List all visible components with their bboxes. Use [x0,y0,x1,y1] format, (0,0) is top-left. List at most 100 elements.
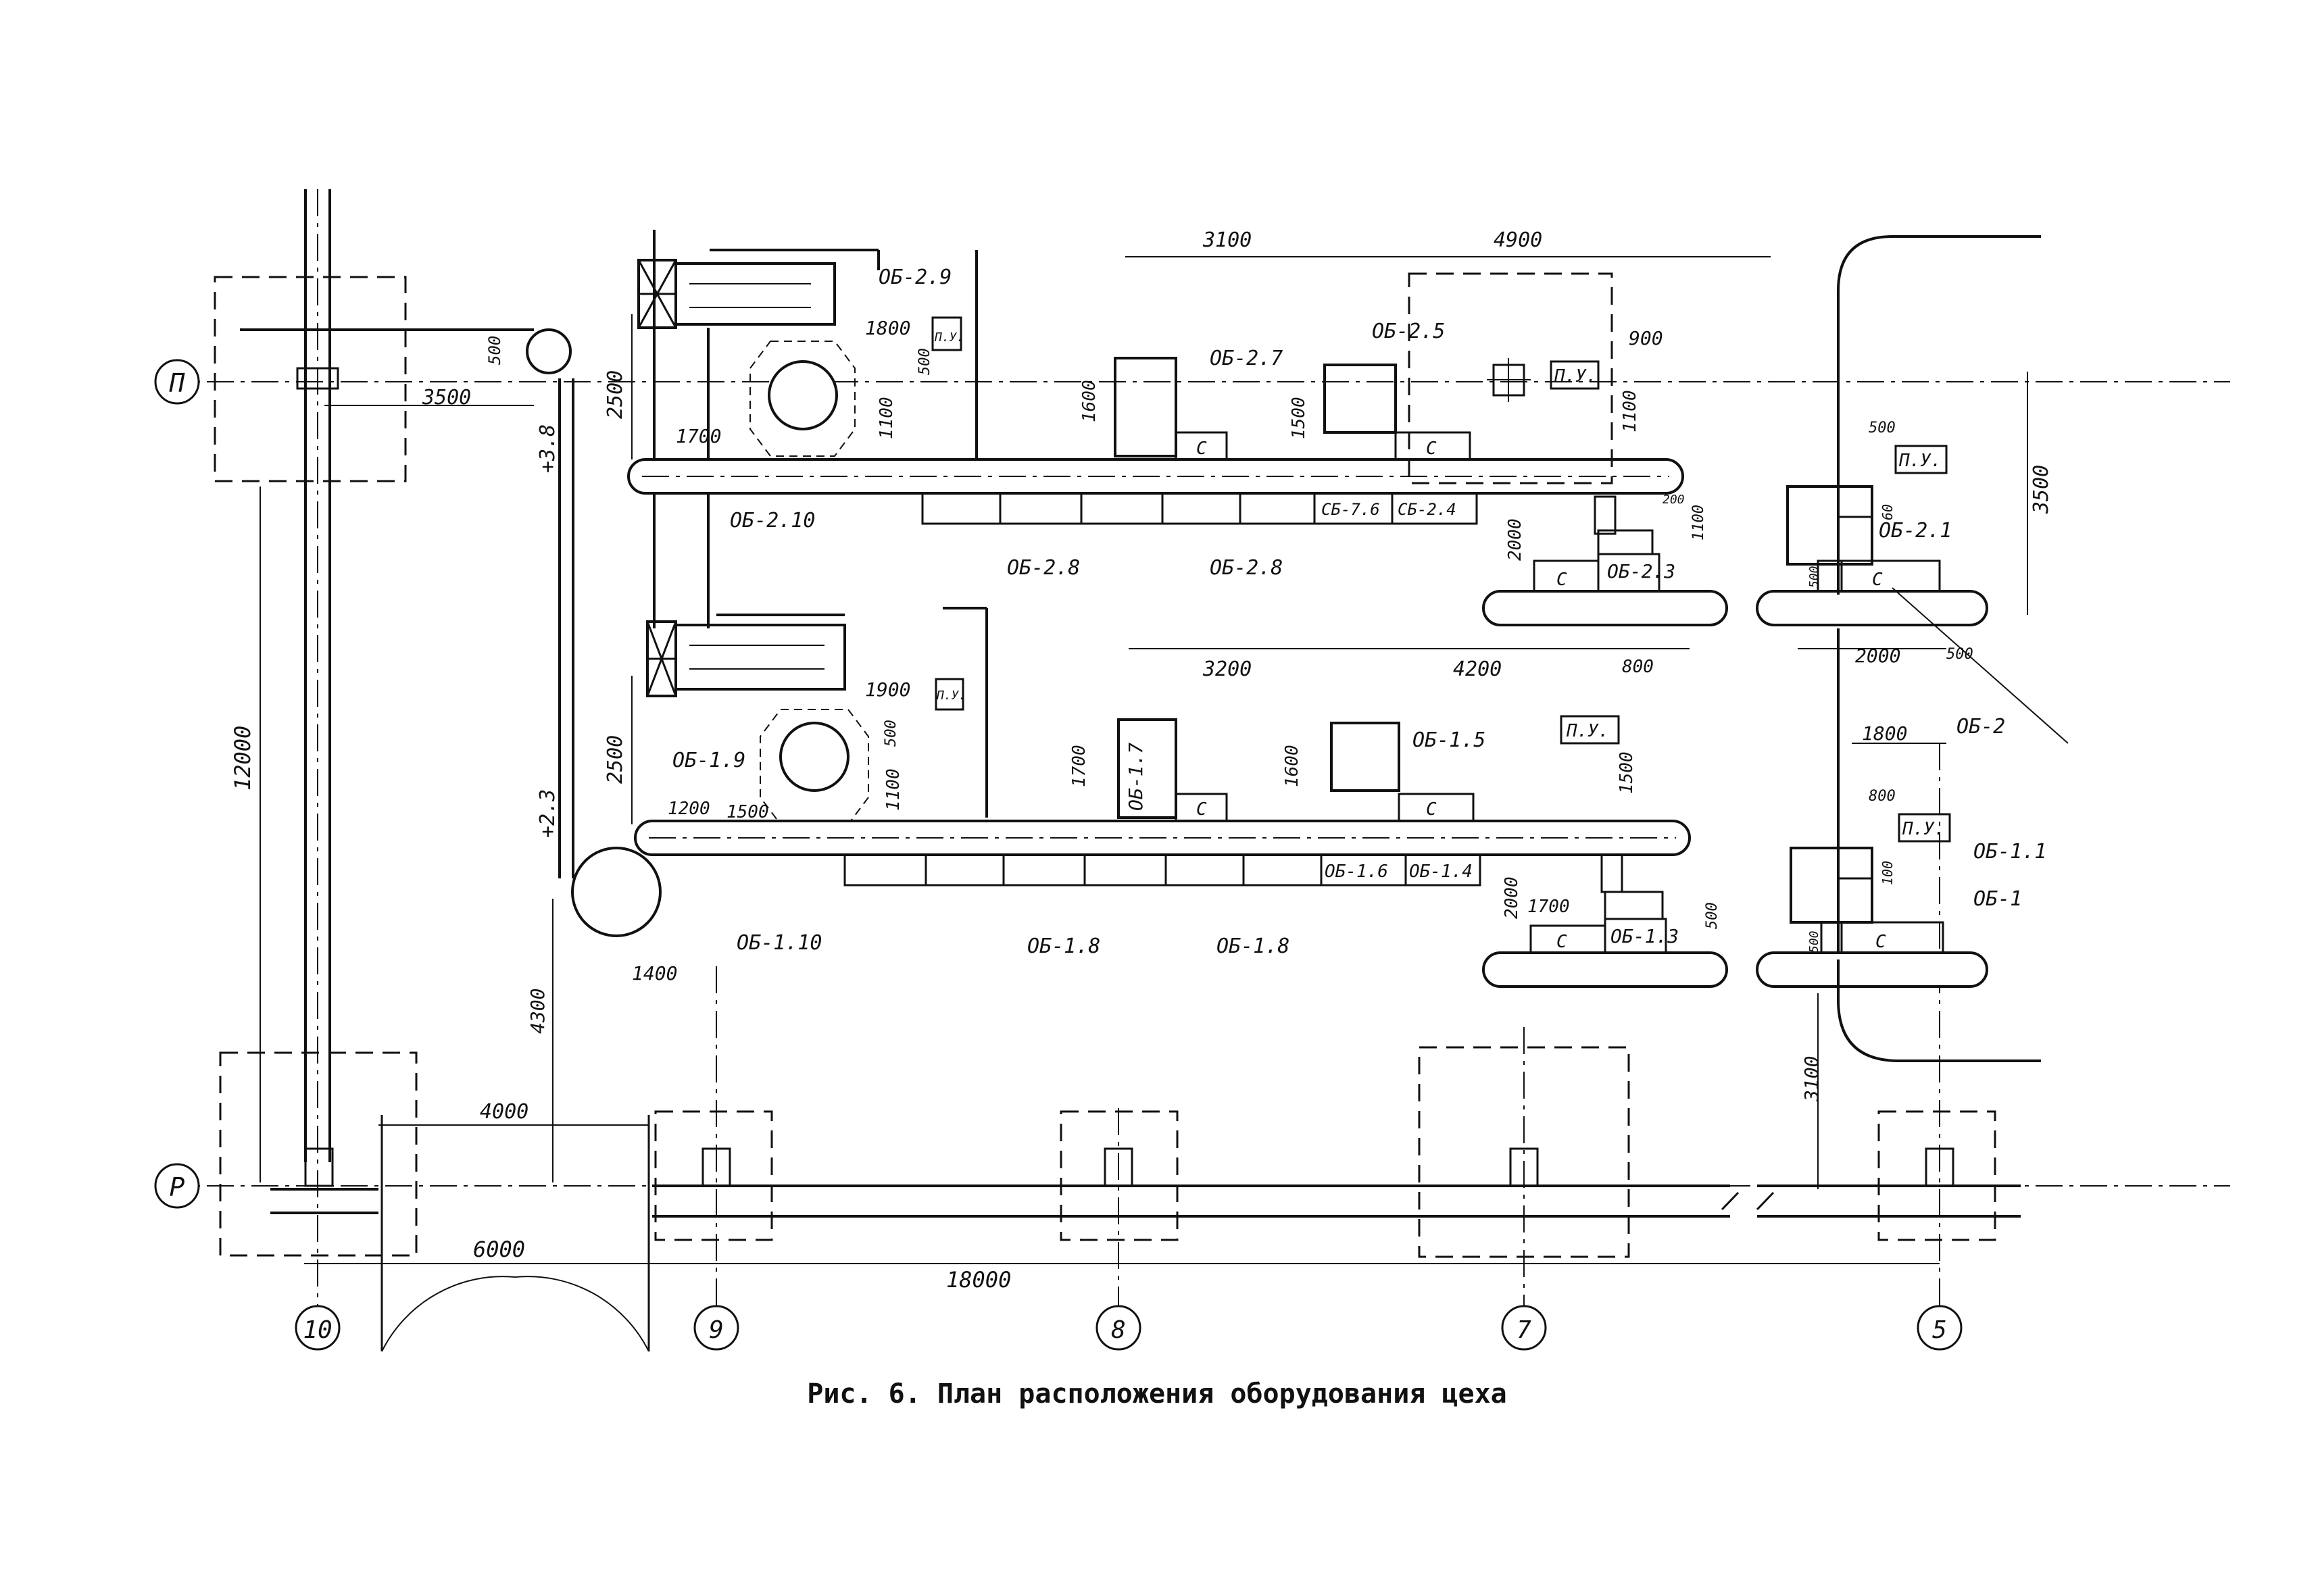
dim-1900: 1900 [865,678,910,701]
control-panels [931,316,1951,843]
dim-200: 200 [1663,493,1685,507]
dim-1700b: 1700 [1069,745,1089,787]
dim-2000c: 2000 [1502,876,1522,919]
elevation-3-8: +3.8 [536,424,560,473]
dim-500b: 500 [916,348,933,375]
label-os-2: ОБ-2 [1956,715,2005,739]
label-os-1-1: ОБ-1.1 [1973,840,2046,864]
label-os-1-5: ОБ-1.5 [1412,728,1485,752]
dim-3100: 3100 [1202,228,1252,252]
dim-1500a: 1500 [1289,397,1309,439]
dim-800a: 800 [1622,657,1654,677]
dim-1100c: 1100 [1690,505,1707,541]
dim-3500a: 3500 [422,386,471,409]
label-c-5: С [1196,799,1207,820]
grid-lines [162,189,2230,1318]
dim-1500b: 1500 [1617,751,1637,794]
dim-800b: 800 [1869,788,1896,805]
elevation-2-3: +2.3 [536,789,560,838]
door [380,1115,650,1352]
label-os-1-3: ОБ-1.3 [1610,925,1679,947]
axis-label-10: 10 [303,1316,332,1344]
axis-label-p: П [169,368,186,398]
label-os-2-8a: ОБ-2.8 [1007,556,1080,580]
dim-12000: 12000 [230,726,255,791]
label-c-3: С [1556,570,1567,590]
dim-1200: 1200 [668,799,710,819]
dim-900: 900 [1629,327,1663,349]
dim-1700a: 1700 [676,425,721,447]
dim-500e: 500 [1946,646,1973,663]
label-os-1: ОБ-1 [1973,887,2022,911]
dim-3200: 3200 [1202,657,1252,681]
dim-1600a: 1600 [1079,380,1100,422]
label-os-2-1: ОБ-2.1 [1879,519,1952,543]
label-c-7: С [1556,932,1567,952]
label-os-1-9: ОБ-1.9 [672,749,745,772]
axis-bubbles: П Р 10 9 8 7 5 [154,359,1963,1351]
dim-500g: 500 [1704,902,1721,929]
label-cb-7-6: СБ-7.6 [1321,500,1380,519]
dim-6000: 6000 [473,1237,525,1262]
line-2 [627,230,1988,628]
label-pu-1: П.У. [934,330,964,345]
dim-1600b: 1600 [1282,745,1302,787]
dim-500a: 500 [485,336,504,365]
dim-4300: 4300 [526,989,549,1034]
label-os-2-7: ОБ-2.7 [1210,347,1283,370]
elevation-labels: +3.8 +2.3 [536,424,560,838]
label-os-2-5: ОБ-2.5 [1372,320,1445,343]
label-c-1: С [1196,439,1207,459]
dim-500h: 500 [1807,930,1821,953]
dim-1100a: 1100 [877,397,897,439]
label-cb-2-4: СБ-2.4 [1398,500,1456,519]
dim-1800a: 1800 [865,317,910,339]
dim-1500c: 1500 [727,802,769,822]
dim-3500b: 3500 [2029,465,2053,514]
column-10-conveyor [240,189,662,1162]
label-pu-3: П.У. [1898,451,1942,471]
dim-1400: 1400 [632,962,677,984]
dim-4900: 4900 [1494,228,1542,252]
label-os-2-3: ОБ-2.3 [1607,560,1675,582]
line-1 [634,235,2041,1062]
axis-label-9: 9 [709,1316,724,1344]
label-os-1-7: ОБ-1.7 [1125,743,1147,811]
dim-1100d: 1100 [883,768,904,811]
equipment-labels: ОБ-2.9 ОБ-2.7 ОБ-2.5 ОБ-2.10 ОБ-2.8 ОБ-2… [672,266,2046,958]
dimension-labels: 3100 4900 500 1800 900 3500 1700 2500 50… [230,228,2053,1293]
label-c-8: С [1875,932,1886,952]
label-pu-6: П.У. [1902,819,1945,839]
label-os-1-6: ОБ-1.6 [1325,862,1388,882]
dim-2000a: 2000 [1505,518,1525,561]
dim-60: 60 [1879,504,1896,520]
dim-500d: 500 [1807,566,1821,588]
label-pu-5: П.У. [1566,721,1609,741]
dim-4000: 4000 [480,1100,528,1124]
dim-500f: 500 [883,720,900,747]
label-os-2-9: ОБ-2.9 [879,266,952,289]
axis-label-5: 5 [1932,1316,1947,1344]
dim-18000: 18000 [946,1267,1011,1293]
label-os-1-8a: ОБ-1.8 [1027,934,1100,958]
figure-caption: Рис. 6. План расположения оборудования ц… [807,1378,1507,1410]
label-c-6: С [1426,799,1437,820]
label-c-4: С [1872,570,1883,590]
dim-4200: 4200 [1453,657,1502,681]
label-c-2: С [1426,439,1437,459]
dim-2500b: 2500 [604,735,627,784]
label-pu-2: П.У. [1554,366,1597,386]
label-pu-4: П.У. [936,689,966,703]
column-footings [214,276,1996,1258]
dimension-lines [260,256,2069,1264]
label-os-2-8b: ОБ-2.8 [1210,556,1283,580]
dim-2500a: 2500 [604,370,627,419]
label-os-1-8b: ОБ-1.8 [1216,934,1289,958]
label-os-1-10: ОБ-1.10 [737,931,822,955]
dim-1700c: 1700 [1527,897,1570,917]
dim-500c: 500 [1869,420,1896,437]
dim-1100b: 1100 [1620,390,1640,432]
dim-2000b: 2000 [1855,645,1900,667]
label-os-1-4: ОБ-1.4 [1409,862,1473,882]
